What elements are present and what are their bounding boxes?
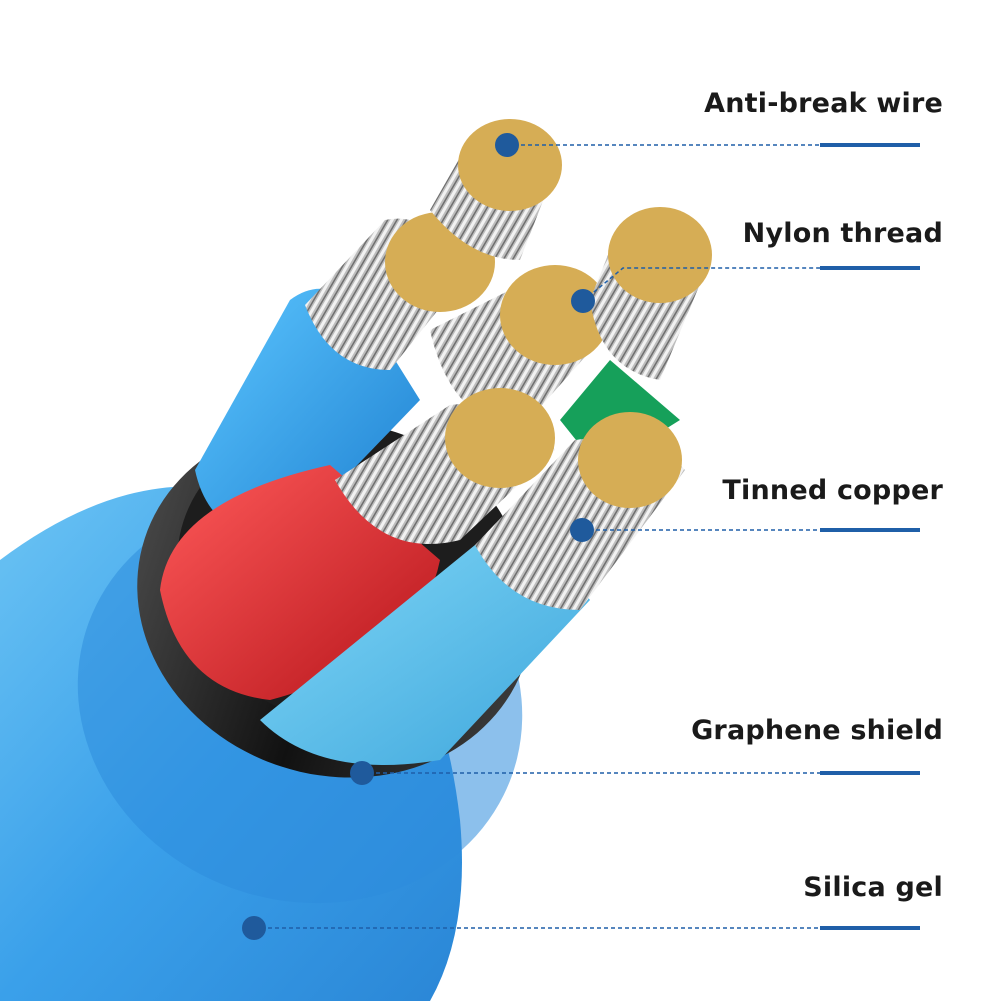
callout-dot-anti-break-wire bbox=[495, 133, 519, 157]
callout-label-anti-break-wire: Anti-break wire bbox=[704, 88, 943, 119]
callout-label-silica-gel: Silica gel bbox=[803, 872, 943, 903]
callout-label-graphene-shield: Graphene shield bbox=[691, 715, 943, 746]
callout-label-tinned-copper: Tinned copper bbox=[722, 475, 943, 506]
callout-dot-nylon-thread bbox=[571, 289, 595, 313]
callout-lines bbox=[242, 133, 920, 940]
callout-dot-silica-gel bbox=[242, 916, 266, 940]
leader-line-nylon-thread bbox=[582, 267, 820, 302]
conductor-blue bbox=[195, 212, 495, 540]
callout-label-nylon-thread: Nylon thread bbox=[742, 218, 943, 249]
callout-dot-tinned-copper bbox=[570, 518, 594, 542]
callout-dot-graphene-shield bbox=[350, 761, 374, 785]
conductor-red bbox=[160, 388, 555, 700]
conductor-top bbox=[430, 119, 562, 260]
